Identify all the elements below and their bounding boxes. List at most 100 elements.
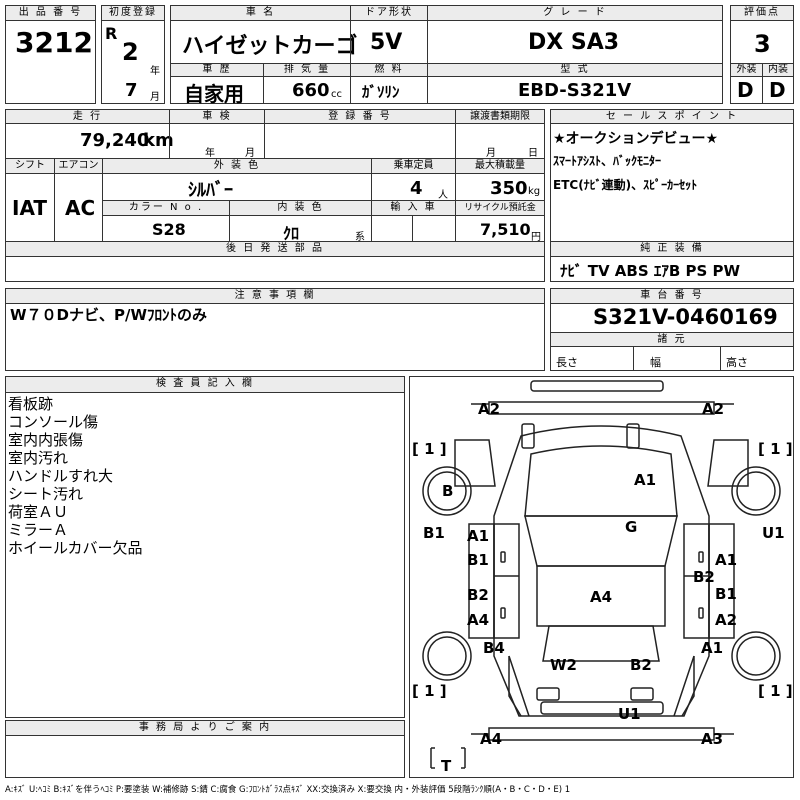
front-bumper-shape	[530, 380, 664, 392]
lot-no-header: 出 品 番 号	[5, 5, 96, 21]
ext-color-header: 外 装 色	[102, 158, 372, 174]
notes-header: 注 意 事 項 欄	[5, 288, 545, 304]
mark-roof: A4	[590, 588, 613, 606]
spare-tire-mark: T	[441, 757, 452, 775]
displacement: 660	[292, 80, 330, 101]
door-type: 5V	[370, 30, 403, 55]
damage-diagram-frame	[409, 376, 794, 778]
mark-rear-corner-right: A3	[701, 730, 724, 748]
remark-line: 看板跡	[8, 395, 54, 413]
remark-line: ハンドルすれ大	[8, 467, 114, 485]
model-cell	[427, 76, 723, 104]
mark-windshield: G	[625, 518, 638, 536]
dim-length-label: 長さ	[556, 356, 578, 369]
displacement-header: 排 気 量	[263, 63, 351, 77]
doc-day: 日	[528, 148, 538, 159]
dim-width-label: 幅	[650, 356, 661, 369]
remark-line: コンソール傷	[8, 413, 99, 431]
mileage-unit: km	[143, 130, 174, 151]
mark-right-door-1: A1	[715, 551, 738, 569]
model: EBD-S321V	[518, 80, 632, 101]
score-header: 評価点	[730, 5, 794, 21]
exterior-rating: D	[737, 78, 754, 102]
first-reg-header: 初度登録	[101, 5, 165, 21]
mark-left-door-2: B1	[467, 551, 489, 569]
score: 3	[754, 30, 771, 58]
displacement-unit: cc	[331, 89, 342, 100]
sales-point-line-1: ★オークションデビュー★	[553, 131, 719, 147]
mileage-header: 走 行	[5, 109, 170, 124]
reg-year: 2	[122, 38, 139, 66]
equipment-header: 純 正 装 備	[550, 241, 794, 257]
mark-front-right: A2	[702, 400, 725, 418]
chassis-header: 車 台 番 号	[550, 288, 794, 304]
max-load-header: 最大積載量	[455, 158, 545, 174]
doc-deadline-header: 譲渡書類期限	[455, 109, 545, 124]
max-load-unit: kg	[528, 186, 541, 197]
mileage: 79,240	[80, 130, 150, 151]
lot-number: 3212	[15, 26, 93, 59]
windshield-shape	[524, 515, 678, 567]
max-load: 350	[490, 178, 528, 199]
tire-mark-rr: [ 1 ]	[758, 682, 793, 700]
dim-height-label: 高さ	[726, 356, 748, 369]
mark-right-fender: U1	[762, 524, 785, 542]
color-no: S28	[152, 220, 186, 239]
rear-panel-shape	[488, 727, 715, 741]
mark-hood: A1	[634, 471, 657, 489]
mark-wheel-fl: B	[442, 482, 454, 500]
rear-bumper-shape	[540, 701, 664, 715]
remark-line: ミラーＡ	[8, 521, 69, 539]
equipment-cell	[550, 256, 794, 282]
remark-line: ホイールカバー欠品	[8, 539, 143, 557]
remark-line: 室内内張傷	[8, 431, 84, 449]
remark-line: シート汚れ	[8, 485, 84, 503]
chassis-number: S321V-0460169	[593, 305, 778, 329]
shift-header: シフト	[5, 158, 55, 174]
inspector-remarks: 看板跡 コンソール傷 室内内張傷 室内汚れ ハンドルすれ大 シート汚れ 荷室ＡＵ…	[8, 395, 143, 557]
dims-header: 諸 元	[550, 332, 794, 347]
body-outline-shape	[493, 425, 710, 717]
tire-mark-fl: [ 1 ]	[412, 440, 447, 458]
int-color-header: 内 装 色	[229, 200, 372, 216]
remark-line: 荷室ＡＵ	[8, 503, 69, 521]
int-color: ｸﾛ	[283, 224, 300, 243]
car-name-header: 車 名	[170, 5, 351, 21]
hood-shape	[524, 445, 678, 517]
capacity: 4	[410, 178, 423, 199]
inspector-cell	[5, 392, 405, 718]
fuel-header: 燃 料	[350, 63, 428, 77]
front-panel-shape	[488, 401, 715, 415]
recycle-header: リサイクル預託金	[455, 200, 545, 216]
color-no-header: カラー N o .	[102, 200, 230, 216]
recycle-unit: 円	[531, 232, 541, 243]
tire-rr-value: 1	[770, 682, 781, 700]
wheel-rr-shape	[731, 631, 781, 681]
capacity-header: 乗車定員	[371, 158, 456, 174]
dim-height-cell	[720, 346, 794, 371]
reg-month-unit: 月	[150, 92, 160, 103]
mark-left-door-4: A4	[467, 611, 490, 629]
car-damage-diagram	[422, 380, 781, 769]
aircon-header: エアコン	[54, 158, 103, 174]
wheel-rl-shape	[422, 631, 472, 681]
equipment: ﾅﾋﾞ TV ABS ｴｱB PS PW	[560, 262, 741, 280]
inspection-year: 年	[205, 148, 215, 159]
first-reg-cell	[101, 20, 165, 104]
notes-line: W７０Dナビ、P/Wﾌﾛﾝﾄのみ	[10, 306, 208, 324]
fuel: ｶﾞｿﾘﾝ	[362, 83, 400, 101]
aircon: AC	[65, 196, 96, 220]
legend-text: A:ｷｽﾞ U:ﾍｺﾐ B:ｷｽﾞを伴うﾍｺﾐ P:要塗装 W:補修跡 S:錆 …	[5, 785, 571, 795]
tire-mark-fr: [ 1 ]	[758, 440, 793, 458]
mark-left-fender: B1	[423, 524, 445, 542]
import-header: 輸 入 車	[371, 200, 456, 216]
ext-color-cell	[102, 173, 372, 201]
mark-front-left: A2	[478, 400, 501, 418]
mark-rear-left: W2	[550, 656, 577, 674]
mark-rear-corner-left: A4	[480, 730, 503, 748]
mark-left-door-1: A1	[467, 527, 490, 545]
mark-rear-bumper: U1	[618, 705, 641, 723]
exterior-header: 外装	[730, 63, 763, 77]
capacity-unit: 人	[438, 190, 448, 201]
reg-no-cell	[264, 123, 456, 159]
